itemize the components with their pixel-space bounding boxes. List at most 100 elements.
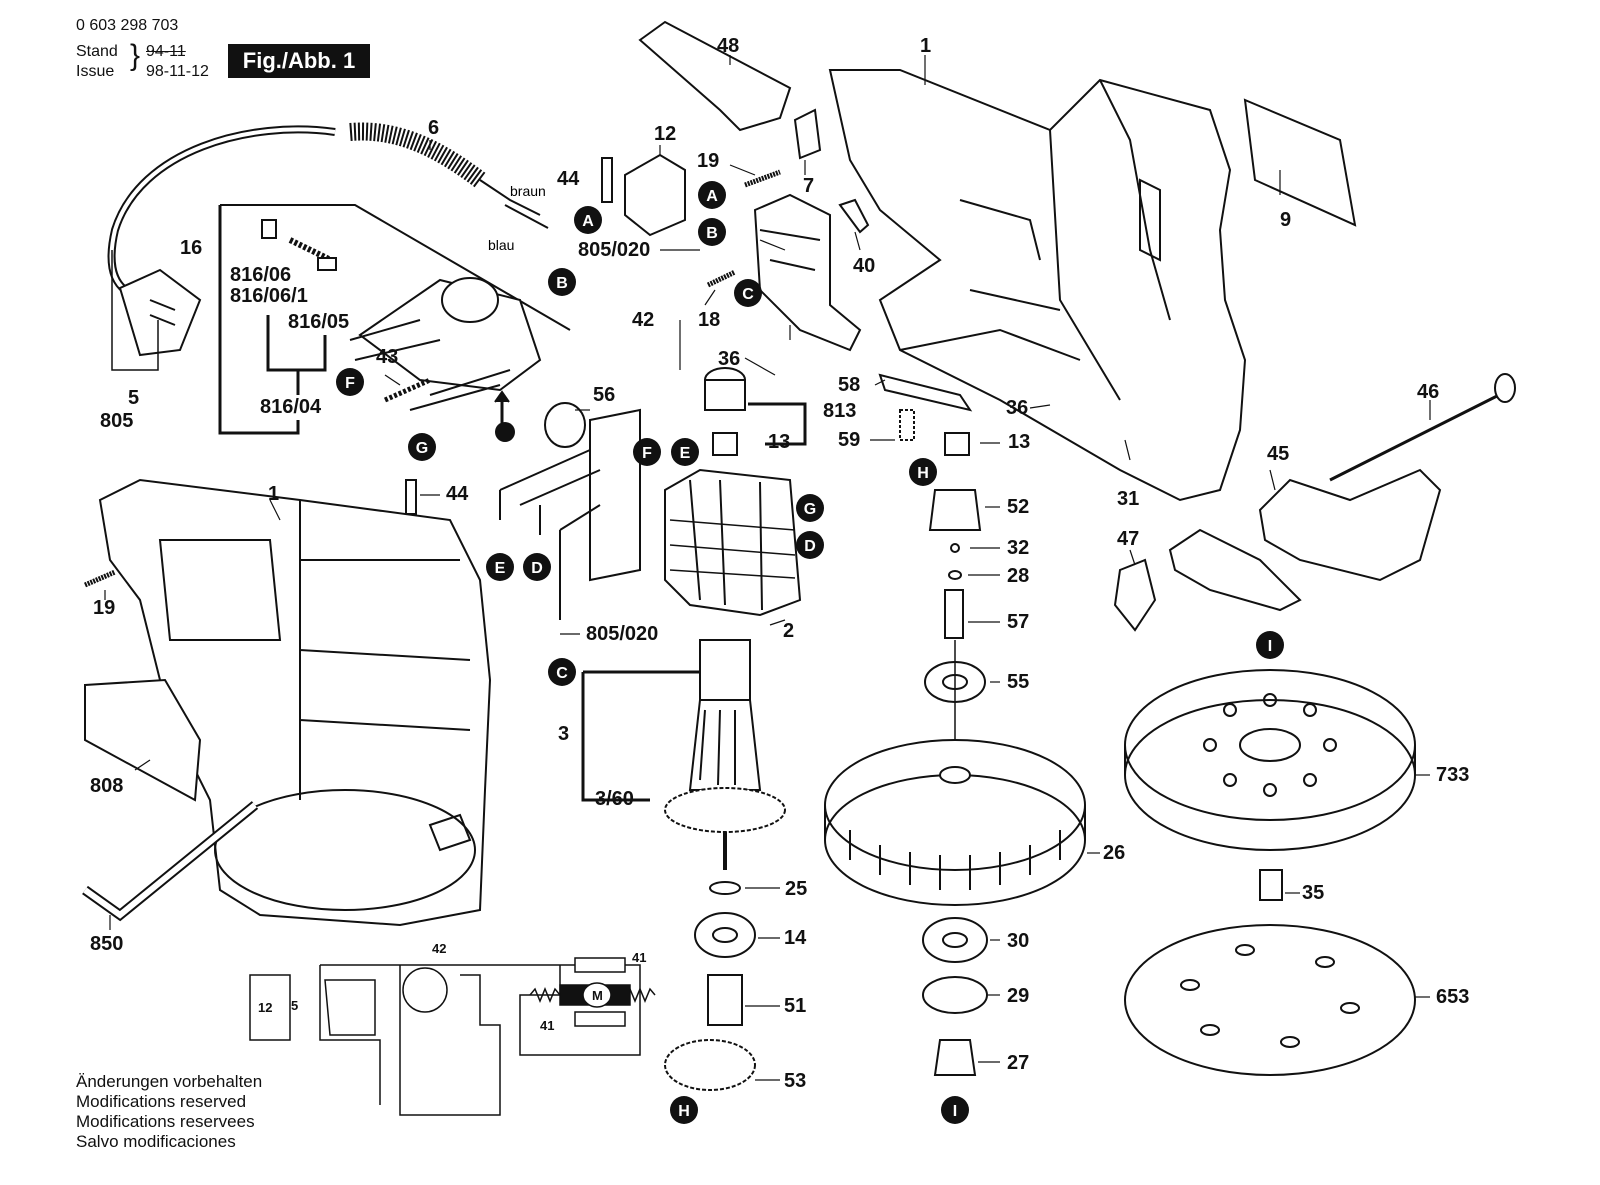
- wire-label-blau: blau: [488, 237, 514, 253]
- part-label: 19: [93, 597, 115, 619]
- marker-circle: [698, 181, 726, 209]
- part-label: 16: [180, 237, 202, 259]
- part-label: 816/06: [230, 264, 291, 286]
- leader-lines: [104, 55, 1431, 1081]
- schematic-label: M: [592, 988, 603, 1003]
- marker-circle: [796, 531, 824, 559]
- marker-circle: [941, 1096, 969, 1124]
- marker-letter: C: [556, 665, 568, 682]
- marker-letter: F: [345, 375, 355, 392]
- fan: [824, 739, 1086, 906]
- part-label: 12: [654, 123, 676, 145]
- marker-letter: F: [642, 445, 652, 462]
- part-label: 30: [1007, 930, 1029, 952]
- marker-circle: [1256, 631, 1284, 659]
- connection-marker-d: D: [796, 531, 824, 559]
- part-label: 13: [768, 431, 790, 453]
- marker-circle: [670, 1096, 698, 1124]
- power-cord: [107, 122, 549, 357]
- part-label: 56: [593, 384, 615, 406]
- marker-letter: A: [706, 188, 718, 205]
- part-label: 850: [90, 933, 123, 955]
- connection-marker-c: C: [548, 658, 576, 686]
- part-label: 14: [784, 927, 807, 949]
- part-label: 55: [1007, 671, 1029, 693]
- stand-label: Stand: [76, 43, 118, 60]
- connection-marker-c: C: [734, 279, 762, 307]
- connection-marker-b: B: [548, 268, 576, 296]
- marker-letter: I: [1268, 638, 1272, 655]
- connection-marker-h: H: [909, 458, 937, 486]
- part-label: 40: [853, 255, 875, 277]
- part-label: 53: [784, 1070, 806, 1092]
- note-line: Modifications reserved: [76, 1092, 247, 1111]
- connection-marker-b: B: [698, 218, 726, 246]
- part-label: 813: [823, 400, 856, 422]
- marker-circle: [336, 368, 364, 396]
- connection-marker-g: G: [796, 494, 824, 522]
- marker-letter: G: [804, 501, 816, 518]
- part-label: 816/04: [260, 396, 322, 418]
- connection-marker-d: D: [523, 553, 551, 581]
- marker-letter: E: [495, 560, 506, 577]
- marker-circle: [523, 553, 551, 581]
- part-label: 28: [1007, 565, 1029, 587]
- connection-marker-f: F: [336, 368, 364, 396]
- figure-label: Fig./Abb. 1: [228, 44, 370, 78]
- reference-dot: [495, 422, 515, 442]
- schematic-label: 41: [540, 1018, 554, 1033]
- part-label: 19: [697, 150, 719, 172]
- connection-marker-f: F: [633, 438, 661, 466]
- part-label: 51: [784, 995, 806, 1017]
- issue-label: Issue: [76, 63, 115, 80]
- armature: [664, 639, 786, 870]
- marker-letter: D: [804, 538, 816, 555]
- part-label: 805: [100, 410, 133, 432]
- part-label: 6: [428, 117, 439, 139]
- marker-letter: I: [953, 1103, 957, 1120]
- marker-circle: [796, 494, 824, 522]
- part-label: 7: [803, 175, 814, 197]
- part-label: 36: [1006, 397, 1028, 419]
- marker-circle: [734, 279, 762, 307]
- connection-marker-e: E: [486, 553, 514, 581]
- part-label: 27: [1007, 1052, 1029, 1074]
- part-number: 0 603 298 703: [76, 17, 179, 34]
- marker-letter: B: [706, 225, 718, 242]
- modification-notes: Änderungen vorbehalten Modifications res…: [76, 1072, 262, 1152]
- part-label: 48: [717, 35, 739, 57]
- part-label: 816/05: [288, 311, 349, 333]
- brace-glyph: }: [130, 39, 141, 72]
- issue-value: 98-11-12: [146, 63, 209, 80]
- part-label: 733: [1436, 764, 1469, 786]
- connection-marker-a: A: [698, 181, 726, 209]
- part-label: 36: [718, 348, 740, 370]
- sanding-disc: [1124, 924, 1416, 1076]
- marker-circle: [408, 433, 436, 461]
- part-label: 44: [557, 168, 580, 190]
- part-label: 45: [1267, 443, 1289, 465]
- part-label: 1: [920, 35, 931, 57]
- part-label: 29: [1007, 985, 1029, 1007]
- marker-letter: A: [582, 213, 594, 230]
- connection-marker-e: E: [671, 438, 699, 466]
- part-label: 59: [838, 429, 860, 451]
- connection-marker-i: I: [1256, 631, 1284, 659]
- housing-half-shell: [828, 69, 1247, 502]
- connection-marker-h: H: [670, 1096, 698, 1124]
- note-line: Modifications reservees: [76, 1112, 255, 1131]
- part-label: 31: [1117, 488, 1139, 510]
- part-label: 2: [783, 620, 794, 642]
- part-label: 46: [1417, 381, 1439, 403]
- part-label: 58: [838, 374, 860, 396]
- part-label: 805/020: [578, 239, 650, 261]
- marker-circle: [548, 658, 576, 686]
- part-label: 32: [1007, 537, 1029, 559]
- part-label: 26: [1103, 842, 1125, 864]
- sander-body: [98, 478, 492, 927]
- schematic-label: 5: [291, 998, 298, 1013]
- wire-label-braun: braun: [510, 183, 546, 199]
- marker-circle: [486, 553, 514, 581]
